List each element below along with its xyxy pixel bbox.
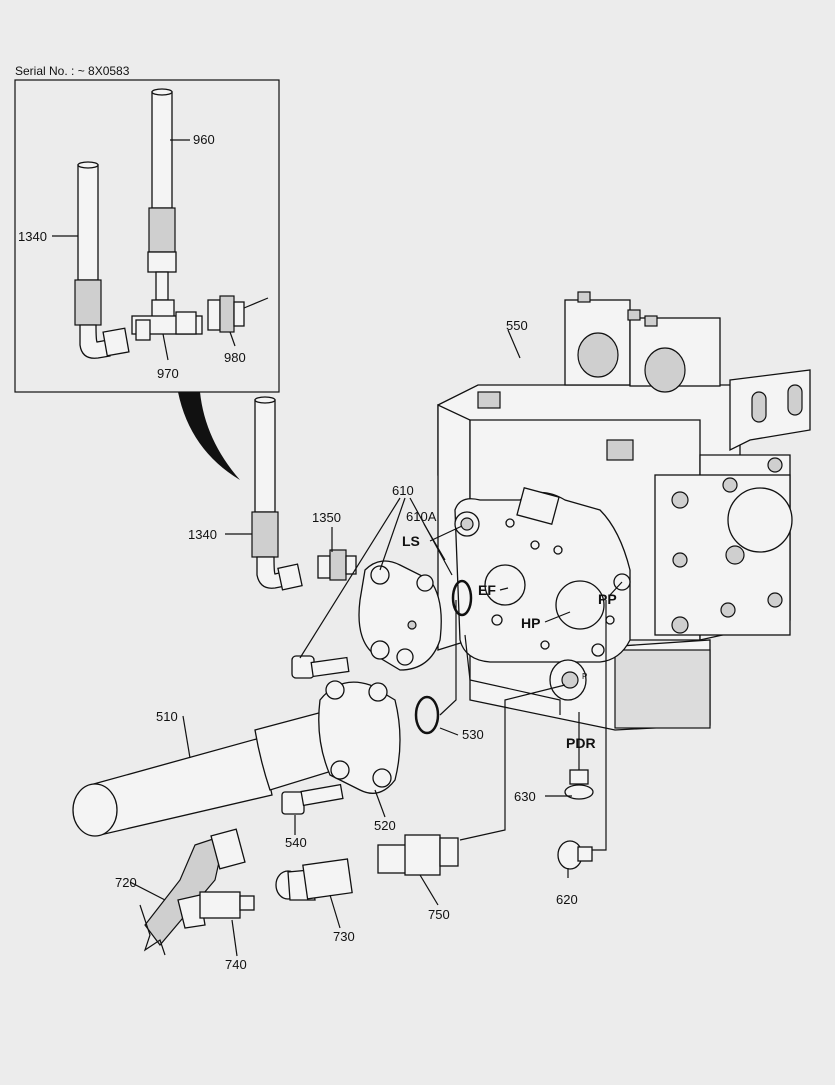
o-ring-530	[414, 695, 440, 735]
leader-520	[374, 789, 386, 818]
port-p-boss	[549, 659, 587, 701]
part-980-fitting	[207, 295, 269, 333]
leader-550	[507, 329, 521, 359]
flow-line-ef	[439, 600, 457, 716]
callout-620: 620	[556, 892, 578, 907]
port-hp-label: HP	[521, 615, 541, 631]
port-pp-label: PP	[598, 591, 617, 607]
callout-1340-inset: 1340	[18, 229, 47, 244]
part-620-plug	[557, 840, 593, 870]
port-ef-label: EF	[478, 582, 496, 598]
callout-610a: 610A	[406, 509, 437, 524]
part-630-plug	[564, 769, 594, 800]
callout-750: 750	[428, 907, 450, 922]
part-730-elbow	[275, 858, 353, 901]
part-520-flange	[318, 680, 401, 794]
callout-610: 610	[392, 483, 414, 498]
part-970-tee	[131, 299, 203, 341]
part-720-hose	[139, 828, 246, 956]
part-1350-adapter	[317, 549, 357, 581]
callout-550: 550	[506, 318, 528, 333]
leader-980	[229, 331, 236, 347]
flow-line-hp	[464, 634, 561, 715]
leader-740	[231, 919, 238, 957]
callout-960: 960	[193, 132, 215, 147]
callout-970: 970	[157, 366, 179, 381]
part-1340-main-tube	[251, 396, 303, 591]
leader-530	[439, 727, 459, 736]
part-610-flange	[358, 560, 442, 671]
callout-540: 540	[285, 835, 307, 850]
inset-pointer-arrow	[178, 392, 240, 480]
leader-730	[329, 894, 341, 929]
leader-970	[162, 333, 169, 361]
port-p-label: P	[582, 672, 588, 681]
flow-line-p	[459, 684, 566, 841]
leader-510	[182, 715, 191, 759]
leader-610a	[423, 523, 446, 561]
leader-610-bolt	[299, 497, 401, 659]
part-610-bolt	[291, 655, 350, 679]
port-pdr-label: PDR	[566, 735, 596, 751]
callout-1350: 1350	[312, 510, 341, 525]
part-960-tube	[147, 88, 177, 301]
leader-pp	[609, 581, 623, 596]
callout-520: 520	[374, 818, 396, 833]
serial-number: Serial No. : ~ 8X0583	[15, 64, 130, 78]
callout-1340: 1340	[188, 527, 217, 542]
callout-740: 740	[225, 957, 247, 972]
part-750-adapter	[377, 834, 459, 876]
leader-ls	[429, 525, 463, 542]
callout-510: 510	[156, 709, 178, 724]
leader-750	[419, 874, 439, 906]
leader-ef	[499, 587, 509, 591]
port-ls-label: LS	[402, 533, 420, 549]
leader-hp	[544, 611, 571, 623]
leader-610-flange	[379, 497, 406, 571]
callout-530: 530	[462, 727, 484, 742]
port-face-plate	[454, 487, 631, 663]
o-ring-610	[451, 579, 473, 617]
callout-730: 730	[333, 929, 355, 944]
callout-720: 720	[115, 875, 137, 890]
part-740-fitting	[177, 891, 255, 929]
leader-720	[129, 881, 166, 901]
part-1340-inset-tube	[74, 161, 130, 359]
flow-line-pp	[592, 600, 607, 851]
part-540-bolt	[281, 783, 344, 815]
callout-630: 630	[514, 789, 536, 804]
callout-980: 980	[224, 350, 246, 365]
